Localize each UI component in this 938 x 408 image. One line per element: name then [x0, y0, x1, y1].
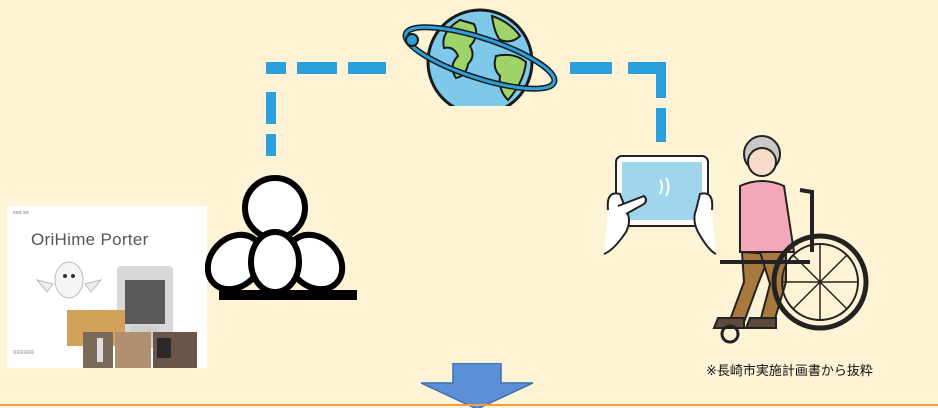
robot-photo: ≡≡≡ ≡≡ OriHime Porter ≡≡≡≡≡≡: [7, 206, 207, 368]
divider-line: [0, 404, 938, 406]
source-note: ※長崎市実施計画書から抜粋: [706, 364, 873, 379]
tablet-in-hands-icon: [603, 155, 717, 255]
connector-dash: [266, 62, 286, 74]
connector-dash: [656, 108, 666, 142]
connector-dash: [297, 62, 337, 74]
person-at-desk-icon: [205, 175, 357, 300]
photo-tiny-text: ≡≡≡ ≡≡: [13, 210, 29, 216]
down-arrow-icon: [420, 363, 534, 408]
connector-dash: [266, 92, 276, 124]
connector-dash: [656, 62, 666, 98]
connector-dash: [348, 62, 386, 74]
connector-dash: [266, 134, 276, 156]
connector-dash: [570, 62, 612, 74]
photo-caption: ≡≡≡≡≡≡: [13, 350, 35, 356]
globe-icon: [402, 8, 558, 106]
robot-photo-illustration: [35, 261, 197, 368]
robot-brand-text: OriHime Porter: [31, 230, 149, 249]
elderly-wheelchair-user-icon: [712, 135, 869, 344]
